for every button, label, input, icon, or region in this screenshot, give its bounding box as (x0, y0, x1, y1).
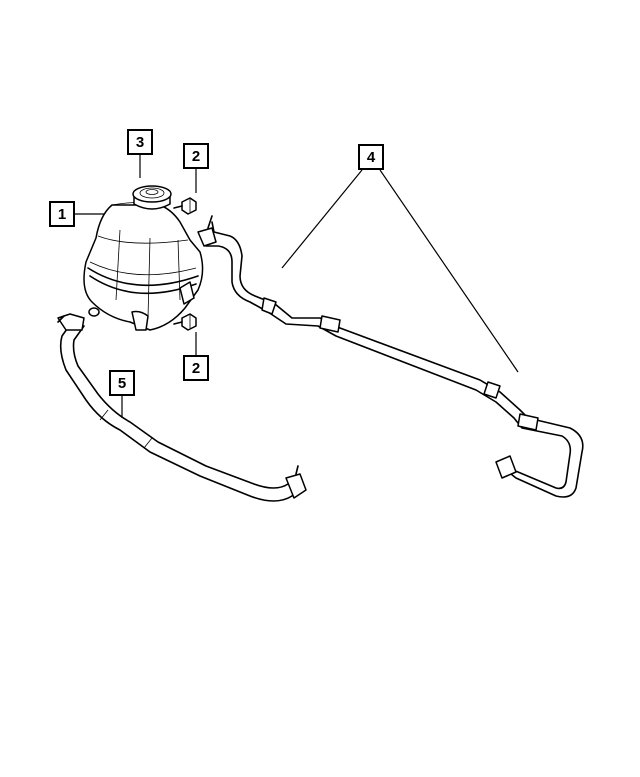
bolt-top (173, 197, 197, 215)
hose-5 (57, 313, 307, 502)
callout-2-top: 2 (183, 143, 209, 169)
callout-5-label: 5 (117, 374, 127, 392)
callout-1-label: 1 (57, 205, 67, 223)
callout-2-bottom-label: 2 (191, 359, 201, 377)
leader-lines (75, 155, 519, 418)
bolt-bottom (173, 313, 197, 331)
coolant-reservoir (83, 202, 204, 331)
callout-1: 1 (49, 201, 75, 227)
pressure-cap (132, 185, 172, 210)
callout-3-label: 3 (135, 133, 145, 151)
callout-4-label: 4 (366, 148, 376, 166)
outlet-hose-assembly (197, 215, 584, 498)
callout-2-top-label: 2 (191, 147, 201, 165)
leader-line-4a (281, 169, 363, 269)
callout-3: 3 (127, 129, 153, 155)
leader-line-4b (379, 169, 519, 373)
callout-5: 5 (109, 370, 135, 396)
callout-4: 4 (358, 144, 384, 170)
callout-2-bottom: 2 (183, 355, 209, 381)
